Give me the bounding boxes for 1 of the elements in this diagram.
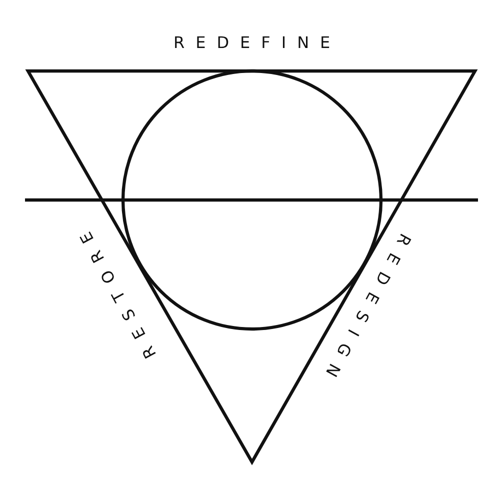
top-label: REDEFINE	[172, 34, 342, 52]
